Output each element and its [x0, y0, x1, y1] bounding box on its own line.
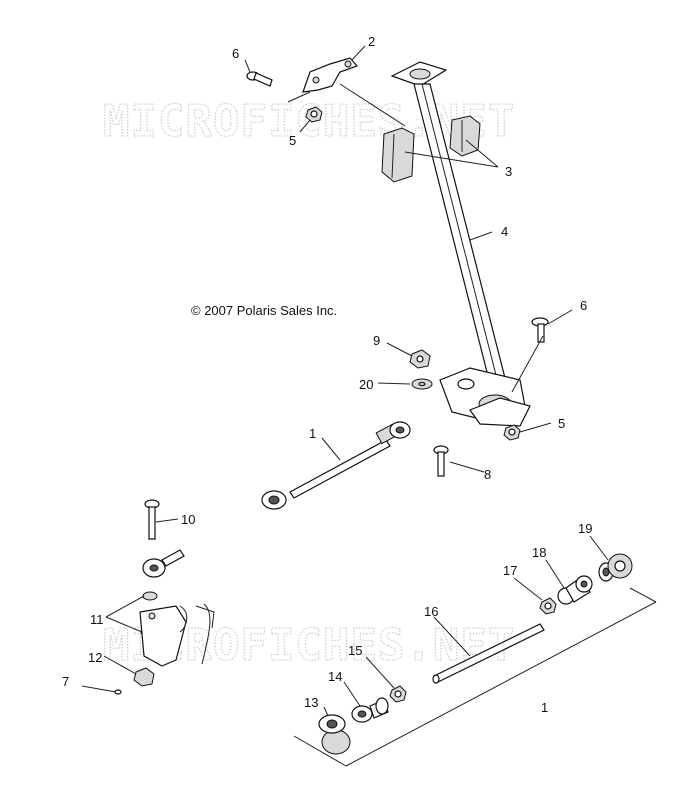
callout-13: 13 — [304, 695, 318, 710]
callout-20: 20 — [359, 377, 373, 392]
callout-11: 11 — [90, 612, 104, 627]
bolt-6-right — [531, 317, 549, 343]
callout-6-right: 6 — [580, 298, 587, 313]
callout-8: 8 — [484, 467, 491, 482]
callout-16: 16 — [424, 604, 438, 619]
ball-joint-14 — [351, 697, 389, 723]
nut-9 — [409, 349, 431, 369]
copyright-notice: © 2007 Polaris Sales Inc. — [191, 303, 337, 318]
callout-2: 2 — [368, 34, 375, 49]
callout-12: 12 — [88, 650, 102, 665]
washer-20 — [411, 378, 433, 390]
callout-6-top: 6 — [232, 46, 239, 61]
ball-joint-18 — [557, 575, 593, 605]
nut-12 — [133, 667, 155, 687]
callout-5-right: 5 — [558, 416, 565, 431]
callout-4: 4 — [501, 224, 508, 239]
callout-3: 3 — [505, 164, 512, 179]
rod-end-13 — [318, 714, 351, 755]
tie-rod-16 — [432, 623, 545, 684]
jam-nut-17 — [539, 597, 557, 615]
callout-14: 14 — [328, 669, 342, 684]
jam-nut-15 — [389, 685, 407, 703]
nut-5-right — [503, 424, 521, 441]
bushing-left — [381, 127, 415, 183]
callout-9: 9 — [373, 333, 380, 348]
callout-17: 17 — [503, 563, 517, 578]
washer-11a — [142, 591, 158, 601]
rod-end-19 — [598, 553, 633, 582]
steering-post — [390, 61, 531, 427]
callout-10: 10 — [181, 512, 195, 527]
steering-bracket — [302, 57, 359, 93]
callout-7: 7 — [62, 674, 69, 689]
tie-rod-upper — [261, 421, 411, 510]
cotter-pin-7 — [81, 685, 122, 695]
leader-lines — [103, 45, 657, 767]
callout-5-top: 5 — [289, 133, 296, 148]
callout-19: 19 — [578, 521, 592, 536]
bolt-8 — [433, 445, 449, 477]
bolt-6-top — [246, 71, 273, 87]
rod-end-left — [142, 549, 185, 578]
callout-1-upper: 1 — [309, 426, 316, 441]
nut-5-top — [305, 106, 323, 123]
callout-1-lower: 1 — [541, 700, 548, 715]
bolt-10 — [144, 499, 160, 540]
frame-bracket — [179, 603, 215, 665]
callout-18: 18 — [532, 545, 546, 560]
bushing-right — [449, 115, 481, 157]
pitman-arm — [139, 605, 187, 667]
callout-15: 15 — [348, 643, 362, 658]
